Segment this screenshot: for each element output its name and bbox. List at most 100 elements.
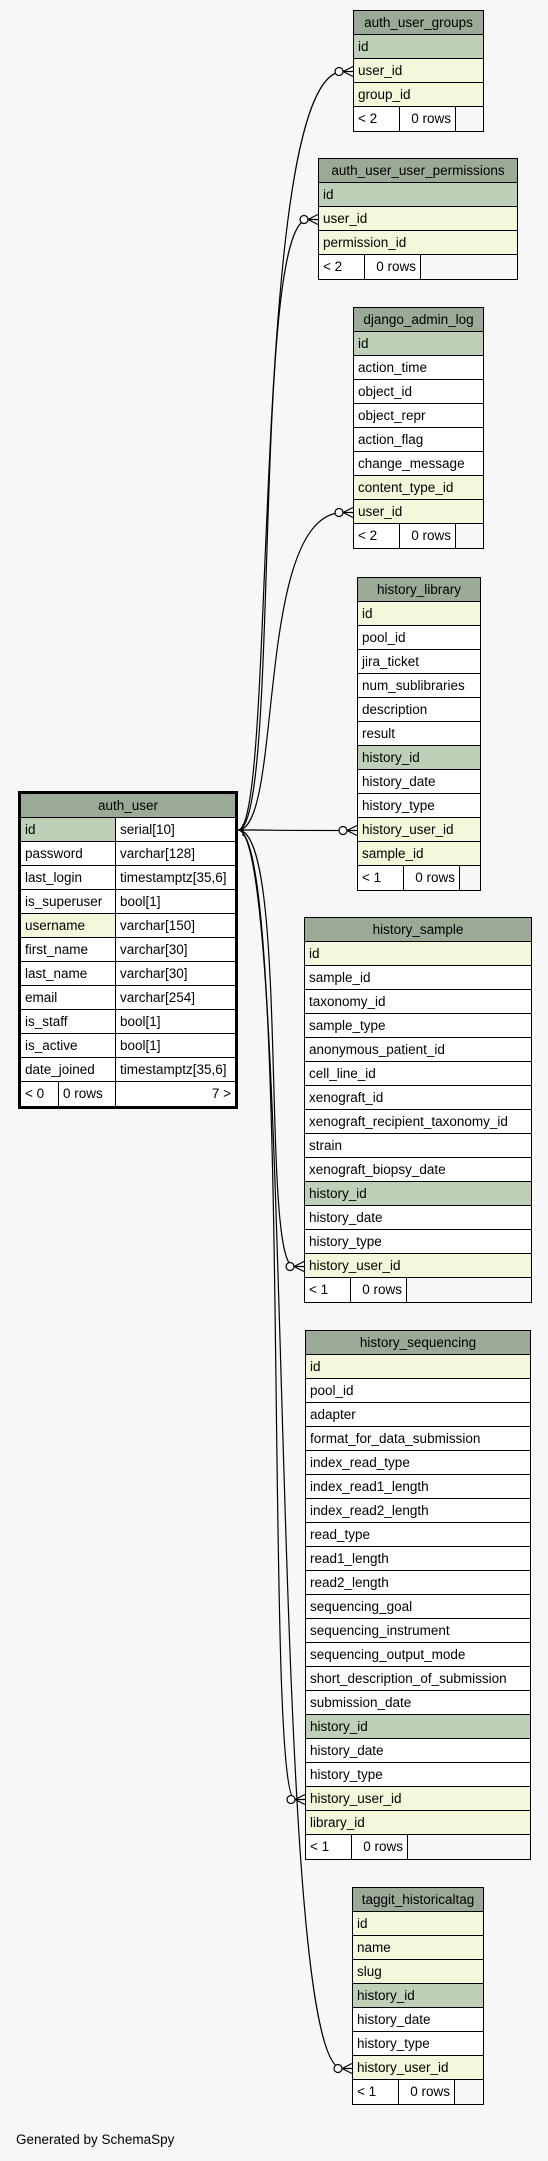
column-row[interactable]: description	[358, 698, 480, 722]
column-row[interactable]: cell_line_id	[305, 1062, 531, 1086]
parent-count: < 1	[305, 1278, 351, 1302]
column-row[interactable]: id	[354, 332, 483, 356]
table-title[interactable]: taggit_historicaltag	[353, 1888, 483, 1912]
column-row[interactable]: index_read_type	[306, 1451, 530, 1475]
column-row[interactable]: history_date	[358, 770, 480, 794]
column-row[interactable]: xenograft_id	[305, 1086, 531, 1110]
column-row[interactable]: sequencing_goal	[306, 1595, 530, 1619]
column-row[interactable]: user_id	[354, 500, 483, 524]
table-title[interactable]: auth_user_groups	[354, 11, 483, 35]
column-row[interactable]: history_type	[306, 1763, 530, 1787]
column-row[interactable]: xenograft_recipient_taxonomy_id	[305, 1110, 531, 1134]
table-title[interactable]: auth_user_user_permissions	[319, 159, 517, 183]
table-title[interactable]: history_sequencing	[306, 1331, 530, 1355]
column-row[interactable]: history_date	[353, 2008, 483, 2032]
column-row[interactable]: history_type	[353, 2032, 483, 2056]
column-row[interactable]: xenograft_biopsy_date	[305, 1158, 531, 1182]
column-row[interactable]: index_read2_length	[306, 1499, 530, 1523]
column-row[interactable]: id	[305, 942, 531, 966]
column-row[interactable]: action_time	[354, 356, 483, 380]
column-row[interactable]: sequencing_instrument	[306, 1619, 530, 1643]
column-row[interactable]: history_type	[358, 794, 480, 818]
column-row[interactable]: history_id	[305, 1182, 531, 1206]
column-row[interactable]: id	[306, 1355, 530, 1379]
column-row[interactable]: index_read1_length	[306, 1475, 530, 1499]
column-row[interactable]: adapter	[306, 1403, 530, 1427]
column-row[interactable]: user_id	[319, 207, 517, 231]
column-row[interactable]: content_type_id	[354, 476, 483, 500]
table-title[interactable]: django_admin_log	[354, 308, 483, 332]
column-name: password	[21, 842, 116, 865]
column-row[interactable]: history_user_id	[353, 2056, 483, 2080]
column-row[interactable]: read1_length	[306, 1547, 530, 1571]
column-row[interactable]: history_id	[306, 1715, 530, 1739]
table-title[interactable]: history_library	[358, 578, 480, 602]
column-row[interactable]: action_flag	[354, 428, 483, 452]
column-row[interactable]: id	[358, 602, 480, 626]
column-row[interactable]: result	[358, 722, 480, 746]
column-row[interactable]: pool_id	[306, 1379, 530, 1403]
column-row[interactable]: history_user_id	[305, 1254, 531, 1278]
column-row[interactable]: permission_id	[319, 231, 517, 255]
column-row[interactable]: history_user_id	[358, 818, 480, 842]
row-count: 0 rows	[352, 1835, 408, 1859]
column-row[interactable]: change_message	[354, 452, 483, 476]
column-row[interactable]: history_date	[305, 1206, 531, 1230]
column-row[interactable]: user_id	[354, 59, 483, 83]
column-row[interactable]: sample_type	[305, 1014, 531, 1038]
column-row[interactable]: id	[319, 183, 517, 207]
column-row[interactable]: taxonomy_id	[305, 990, 531, 1014]
column-row[interactable]: history_date	[306, 1739, 530, 1763]
column-row[interactable]: short_description_of_submission	[306, 1667, 530, 1691]
column-row[interactable]: history_id	[353, 1984, 483, 2008]
table-title[interactable]: history_sample	[305, 918, 531, 942]
column-row[interactable]: sequencing_output_mode	[306, 1643, 530, 1667]
column-row[interactable]: jira_ticket	[358, 650, 480, 674]
column-row[interactable]: strain	[305, 1134, 531, 1158]
column-row[interactable]: library_id	[306, 1811, 530, 1835]
column-row[interactable]: name	[353, 1936, 483, 1960]
column-row[interactable]: anonymous_patient_id	[305, 1038, 531, 1062]
column-row[interactable]: sample_id	[305, 966, 531, 990]
column-row[interactable]: sample_id	[358, 842, 480, 866]
table-title[interactable]: auth_user	[21, 794, 235, 818]
column-row[interactable]: history_id	[358, 746, 480, 770]
column-row[interactable]: format_for_data_submission	[306, 1427, 530, 1451]
column-row[interactable]: slug	[353, 1960, 483, 1984]
column-row[interactable]: id	[353, 1912, 483, 1936]
column-row[interactable]: id	[354, 35, 483, 59]
column-row[interactable]: submission_date	[306, 1691, 530, 1715]
column-row[interactable]: object_repr	[354, 404, 483, 428]
column-row[interactable]: pool_id	[358, 626, 480, 650]
column-type: varchar[30]	[116, 938, 235, 961]
column-name: is_staff	[21, 1010, 116, 1033]
column-row[interactable]: object_id	[354, 380, 483, 404]
column-row[interactable]: num_sublibraries	[358, 674, 480, 698]
column-row[interactable]: read_type	[306, 1523, 530, 1547]
column-row[interactable]: read2_length	[306, 1571, 530, 1595]
column-row[interactable]: history_user_id	[306, 1787, 530, 1811]
column-row[interactable]: group_id	[354, 83, 483, 107]
column-row[interactable]: history_type	[305, 1230, 531, 1254]
